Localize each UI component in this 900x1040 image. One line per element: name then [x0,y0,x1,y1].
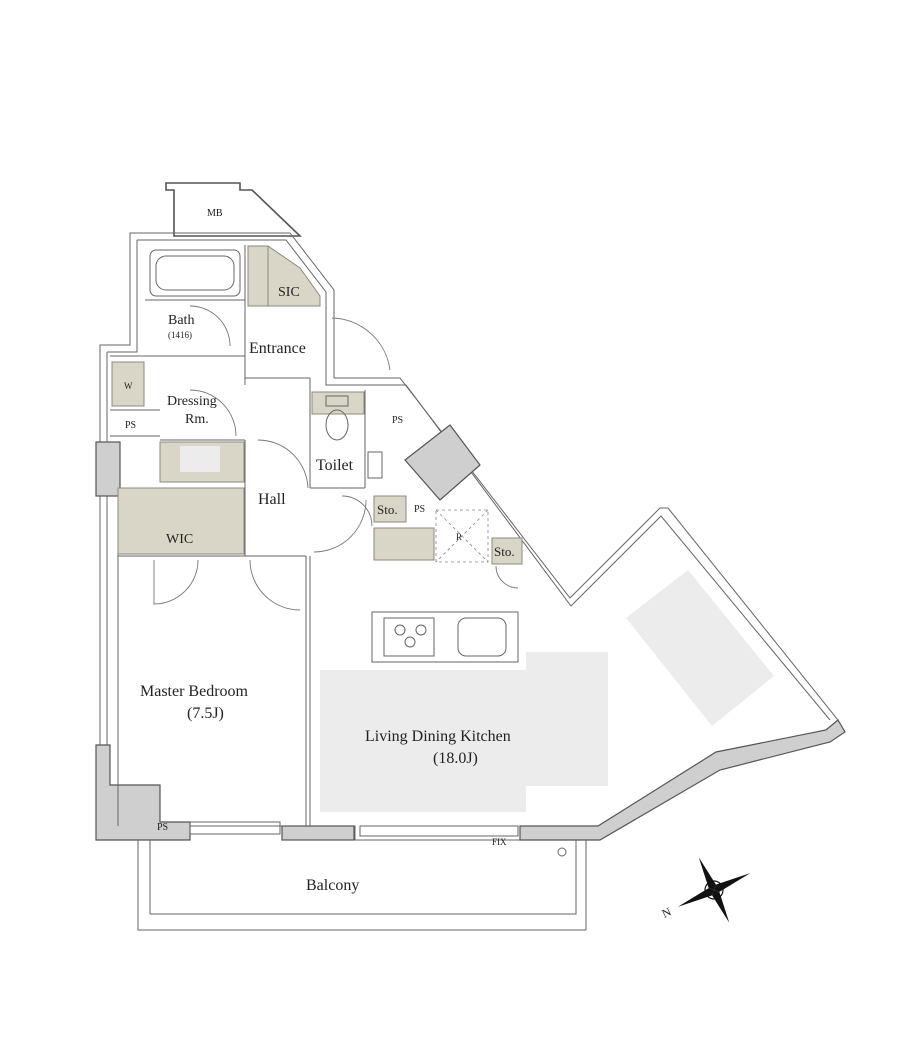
dressing-rm-label: Rm. [185,412,209,427]
compass-north-label: N [660,904,674,920]
stove [371,611,519,663]
fridge-space [435,509,489,563]
bathtub [149,249,241,297]
sto-2-label: Sto. [494,544,515,559]
furniture-zones [320,570,774,812]
fix-label: FIX [492,837,507,847]
ldk-size-label: (18.0J) [433,750,478,767]
bath-size-label: (1416) [168,330,192,340]
entrance-label: Entrance [249,340,306,357]
ps-left-label: PS [125,420,136,431]
dressing-label: Dressing [167,394,217,409]
master-bedroom-label: Master Bedroom [140,683,249,700]
structural-columns [95,424,846,841]
sto-1-label: Sto. [377,502,398,517]
balcony-area [137,821,587,931]
compass-icon [677,857,751,923]
ps-bottom-label: PS [157,822,168,833]
hall-label: Hall [258,491,286,508]
interior-walls [110,245,366,826]
washer-label: W [124,381,133,391]
storage-areas [111,245,523,565]
ps-kitchen-label: PS [414,504,425,515]
room-labels: MB SIC Bath (1416) Entrance W Dressing R… [124,208,515,894]
fridge-label: R [456,532,462,542]
ps-toilet-label: PS [392,415,403,426]
master-bedroom-size-label: (7.5J) [187,705,224,722]
sic-label: SIC [278,285,300,300]
ldk-label: Living Dining Kitchen [365,728,511,745]
balcony-label: Balcony [306,877,359,894]
toilet-fixture [325,395,383,479]
toilet-label: Toilet [316,457,354,474]
door-swings [153,305,519,611]
mb-label: MB [207,208,223,219]
bath-label: Bath [168,313,194,328]
wic-label: WIC [166,532,193,547]
